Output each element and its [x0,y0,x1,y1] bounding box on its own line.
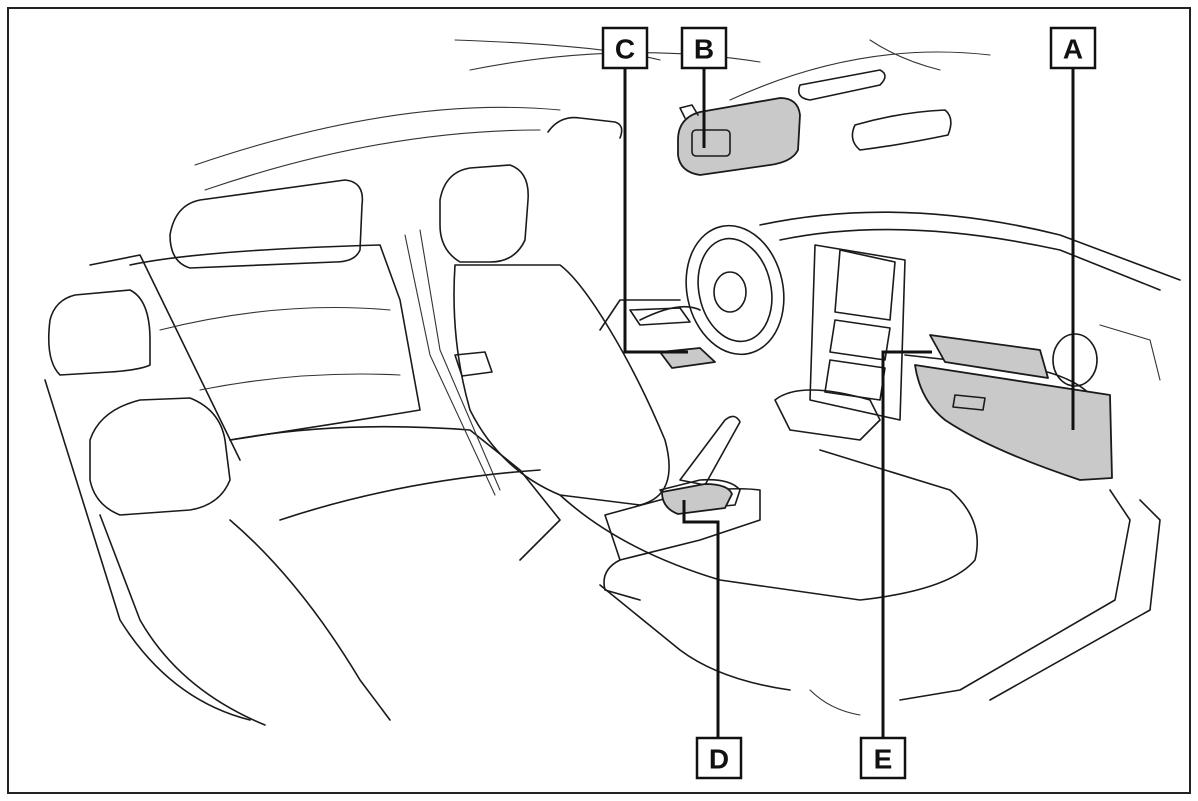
glove-box-handle [952,394,986,411]
glove-box-highlight [914,364,1113,481]
vanity-mirror [691,129,731,157]
callout-e-label: E [874,744,893,775]
upper-glove-box-highlight [929,334,1049,379]
steering-wheel [685,224,785,356]
rear-headrest [169,179,364,269]
front-seat-headrest [439,164,529,263]
callout-a: A [1049,26,1097,70]
right-air-vent [1052,333,1098,387]
callout-c-label: C [615,34,635,65]
leader-e [881,350,932,738]
callout-c: C [601,26,649,70]
sun-visor-highlight [677,97,801,176]
callout-d-label: D [709,744,729,775]
leader-d [682,500,720,738]
console-box-highlight [661,483,733,515]
parking-brake-lever [679,415,741,486]
callout-b: B [680,26,728,70]
diagram-frame [7,7,1191,794]
rear-seat-side-bolster [47,289,151,376]
rear-view-mirror [851,109,952,151]
callout-e: E [859,736,907,780]
left-front-headrest [89,397,231,516]
sun-visor-clip [679,104,699,119]
front-seat-back [453,264,670,506]
callout-a-label: A [1063,34,1083,65]
dome-light [797,69,886,101]
leader-c [623,65,688,354]
callout-b-label: B [694,34,714,65]
center-display [834,249,896,321]
callout-d: D [695,736,743,780]
